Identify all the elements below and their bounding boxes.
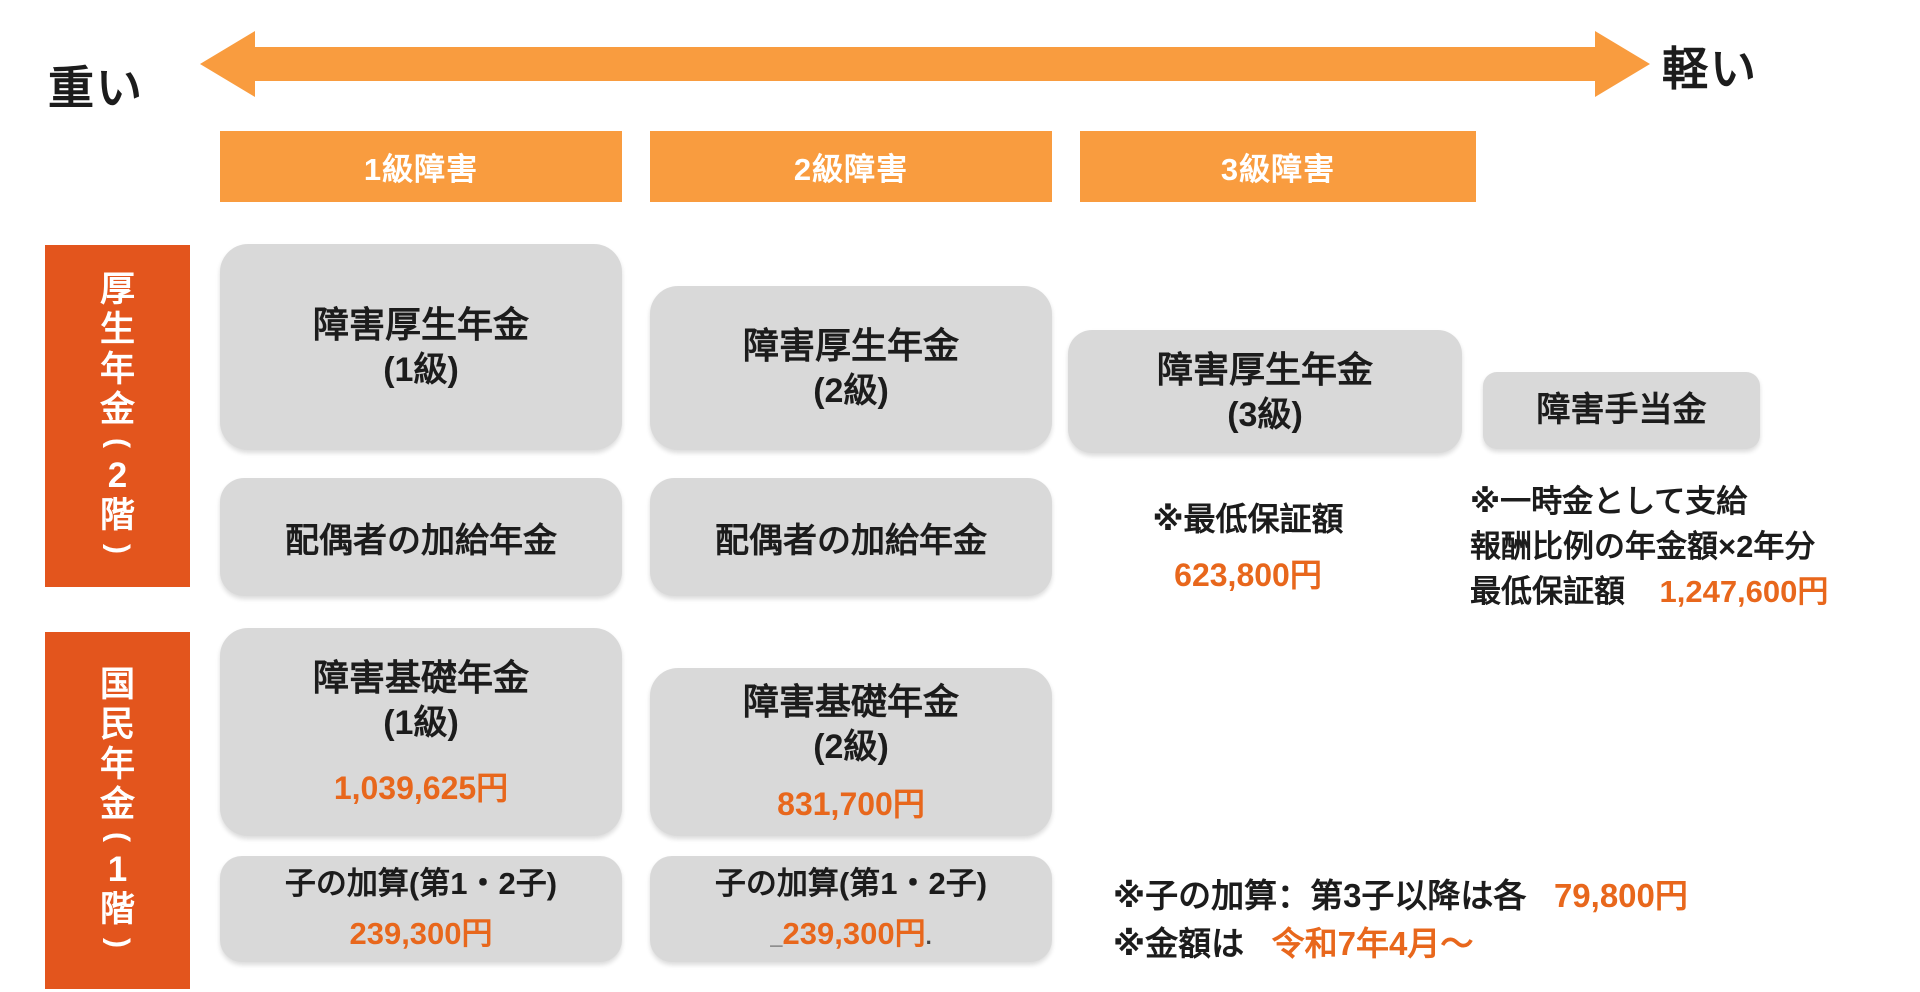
footnote-line1: ※子の加算：第3子以降は各 79,800円: [1113, 872, 1893, 920]
child-addition-label: 子の加算(第1・2子): [714, 866, 988, 902]
spouse-addition-label: 配偶者の加給年金: [715, 521, 987, 560]
disability-allowance-box: 障害手当金: [1483, 372, 1760, 449]
footnote-line2-label: ※金額は: [1113, 924, 1245, 962]
employee-pension-grade1-grade: (1級): [383, 351, 459, 390]
footnote-line2: ※金額は 令和7年4月～: [1113, 920, 1893, 968]
grade1-header: 1級障害: [220, 131, 622, 202]
child-addition-label: 子の加算(第1・2子): [284, 866, 558, 902]
child-addition-box-grade1: 子の加算(第1・2子) 239,300円: [220, 856, 622, 962]
basic-pension-grade1-grade: (1級): [383, 704, 459, 743]
severity-double-arrow-icon: [200, 31, 1650, 97]
spouse-addition-label: 配偶者の加給年金: [285, 521, 557, 560]
basic-pension-grade1-amount: 1,039,625円: [333, 769, 509, 806]
basic-pension-grade2-box: 障害基礎年金 (2級) 831,700円: [650, 668, 1052, 836]
grade3-minimum-guarantee-amount: 623,800円: [1174, 557, 1322, 594]
employee-pension-grade1-title: 障害厚生年金: [312, 304, 529, 346]
edit-mark-left: _: [770, 923, 783, 949]
grade3-minimum-guarantee-label: ※最低保証額: [1152, 501, 1344, 537]
bottom-footnotes: ※子の加算：第3子以降は各 79,800円 ※金額は 令和7年4月～: [1113, 872, 1893, 968]
allowance-note: ※一時金として支給 報酬比例の年金額×2年分 最低保証額 1,247,600円: [1470, 480, 1915, 615]
child-addition-box-grade2: 子の加算(第1・2子) _239,300円.: [650, 856, 1052, 962]
child-addition-amount: _239,300円.: [770, 908, 931, 953]
grade3-minimum-guarantee-note: ※最低保証額 623,800円: [1068, 496, 1428, 599]
basic-pension-grade2-grade: (2級): [813, 728, 889, 767]
employee-pension-grade3-title: 障害厚生年金: [1156, 348, 1373, 390]
child-addition-amount-value: 239,300円: [782, 915, 926, 951]
basic-pension-grade2-title: 障害基礎年金: [742, 681, 959, 723]
spouse-addition-box-grade1: 配偶者の加給年金: [220, 478, 622, 596]
grade3-header: 3級障害: [1080, 131, 1476, 202]
allowance-note-line3-amount: 1,247,600円: [1659, 573, 1829, 609]
employee-pension-grade3-grade: (3級): [1227, 395, 1303, 434]
allowance-note-line1: ※一時金として支給: [1470, 484, 1748, 519]
severity-light-label: 軽い: [1662, 43, 1758, 95]
allowance-note-line3: 最低保証額 1,247,600円: [1470, 570, 1915, 615]
employee-pension-grade2-grade: (2級): [813, 372, 889, 411]
employee-pension-grade2-title: 障害厚生年金: [742, 325, 959, 367]
allowance-note-line3-label: 最低保証額: [1470, 573, 1625, 609]
grade2-header: 2級障害: [650, 131, 1052, 202]
footnote-line1-label: ※子の加算：第3子以降は各: [1113, 877, 1527, 914]
grade2-header-label: 2級障害: [793, 152, 909, 187]
disability-allowance-title: 障害手当金: [1536, 391, 1707, 430]
basic-pension-grade2-amount: 831,700円: [777, 785, 925, 822]
employee-pension-grade2-box: 障害厚生年金 (2級): [650, 286, 1052, 450]
employee-pension-grade3-box: 障害厚生年金 (3級): [1068, 330, 1462, 453]
severity-heavy-label: 重い: [48, 62, 144, 114]
basic-pension-grade1-box: 障害基礎年金 (1級) 1,039,625円: [220, 628, 622, 836]
footnote-line2-amount: 令和7年4月～: [1271, 924, 1474, 962]
spouse-addition-box-grade2: 配偶者の加給年金: [650, 478, 1052, 596]
grade3-header-label: 3級障害: [1220, 152, 1336, 187]
edit-mark-right: .: [925, 923, 932, 949]
footnote-line1-amount: 79,800円: [1553, 877, 1688, 914]
grade1-header-label: 1級障害: [363, 152, 479, 187]
allowance-note-line2: 報酬比例の年金額×2年分: [1470, 528, 1816, 564]
child-addition-amount: 239,300円: [349, 915, 493, 951]
employee-pension-grade1-box: 障害厚生年金 (1級): [220, 244, 622, 450]
basic-pension-grade1-title: 障害基礎年金: [312, 657, 529, 699]
